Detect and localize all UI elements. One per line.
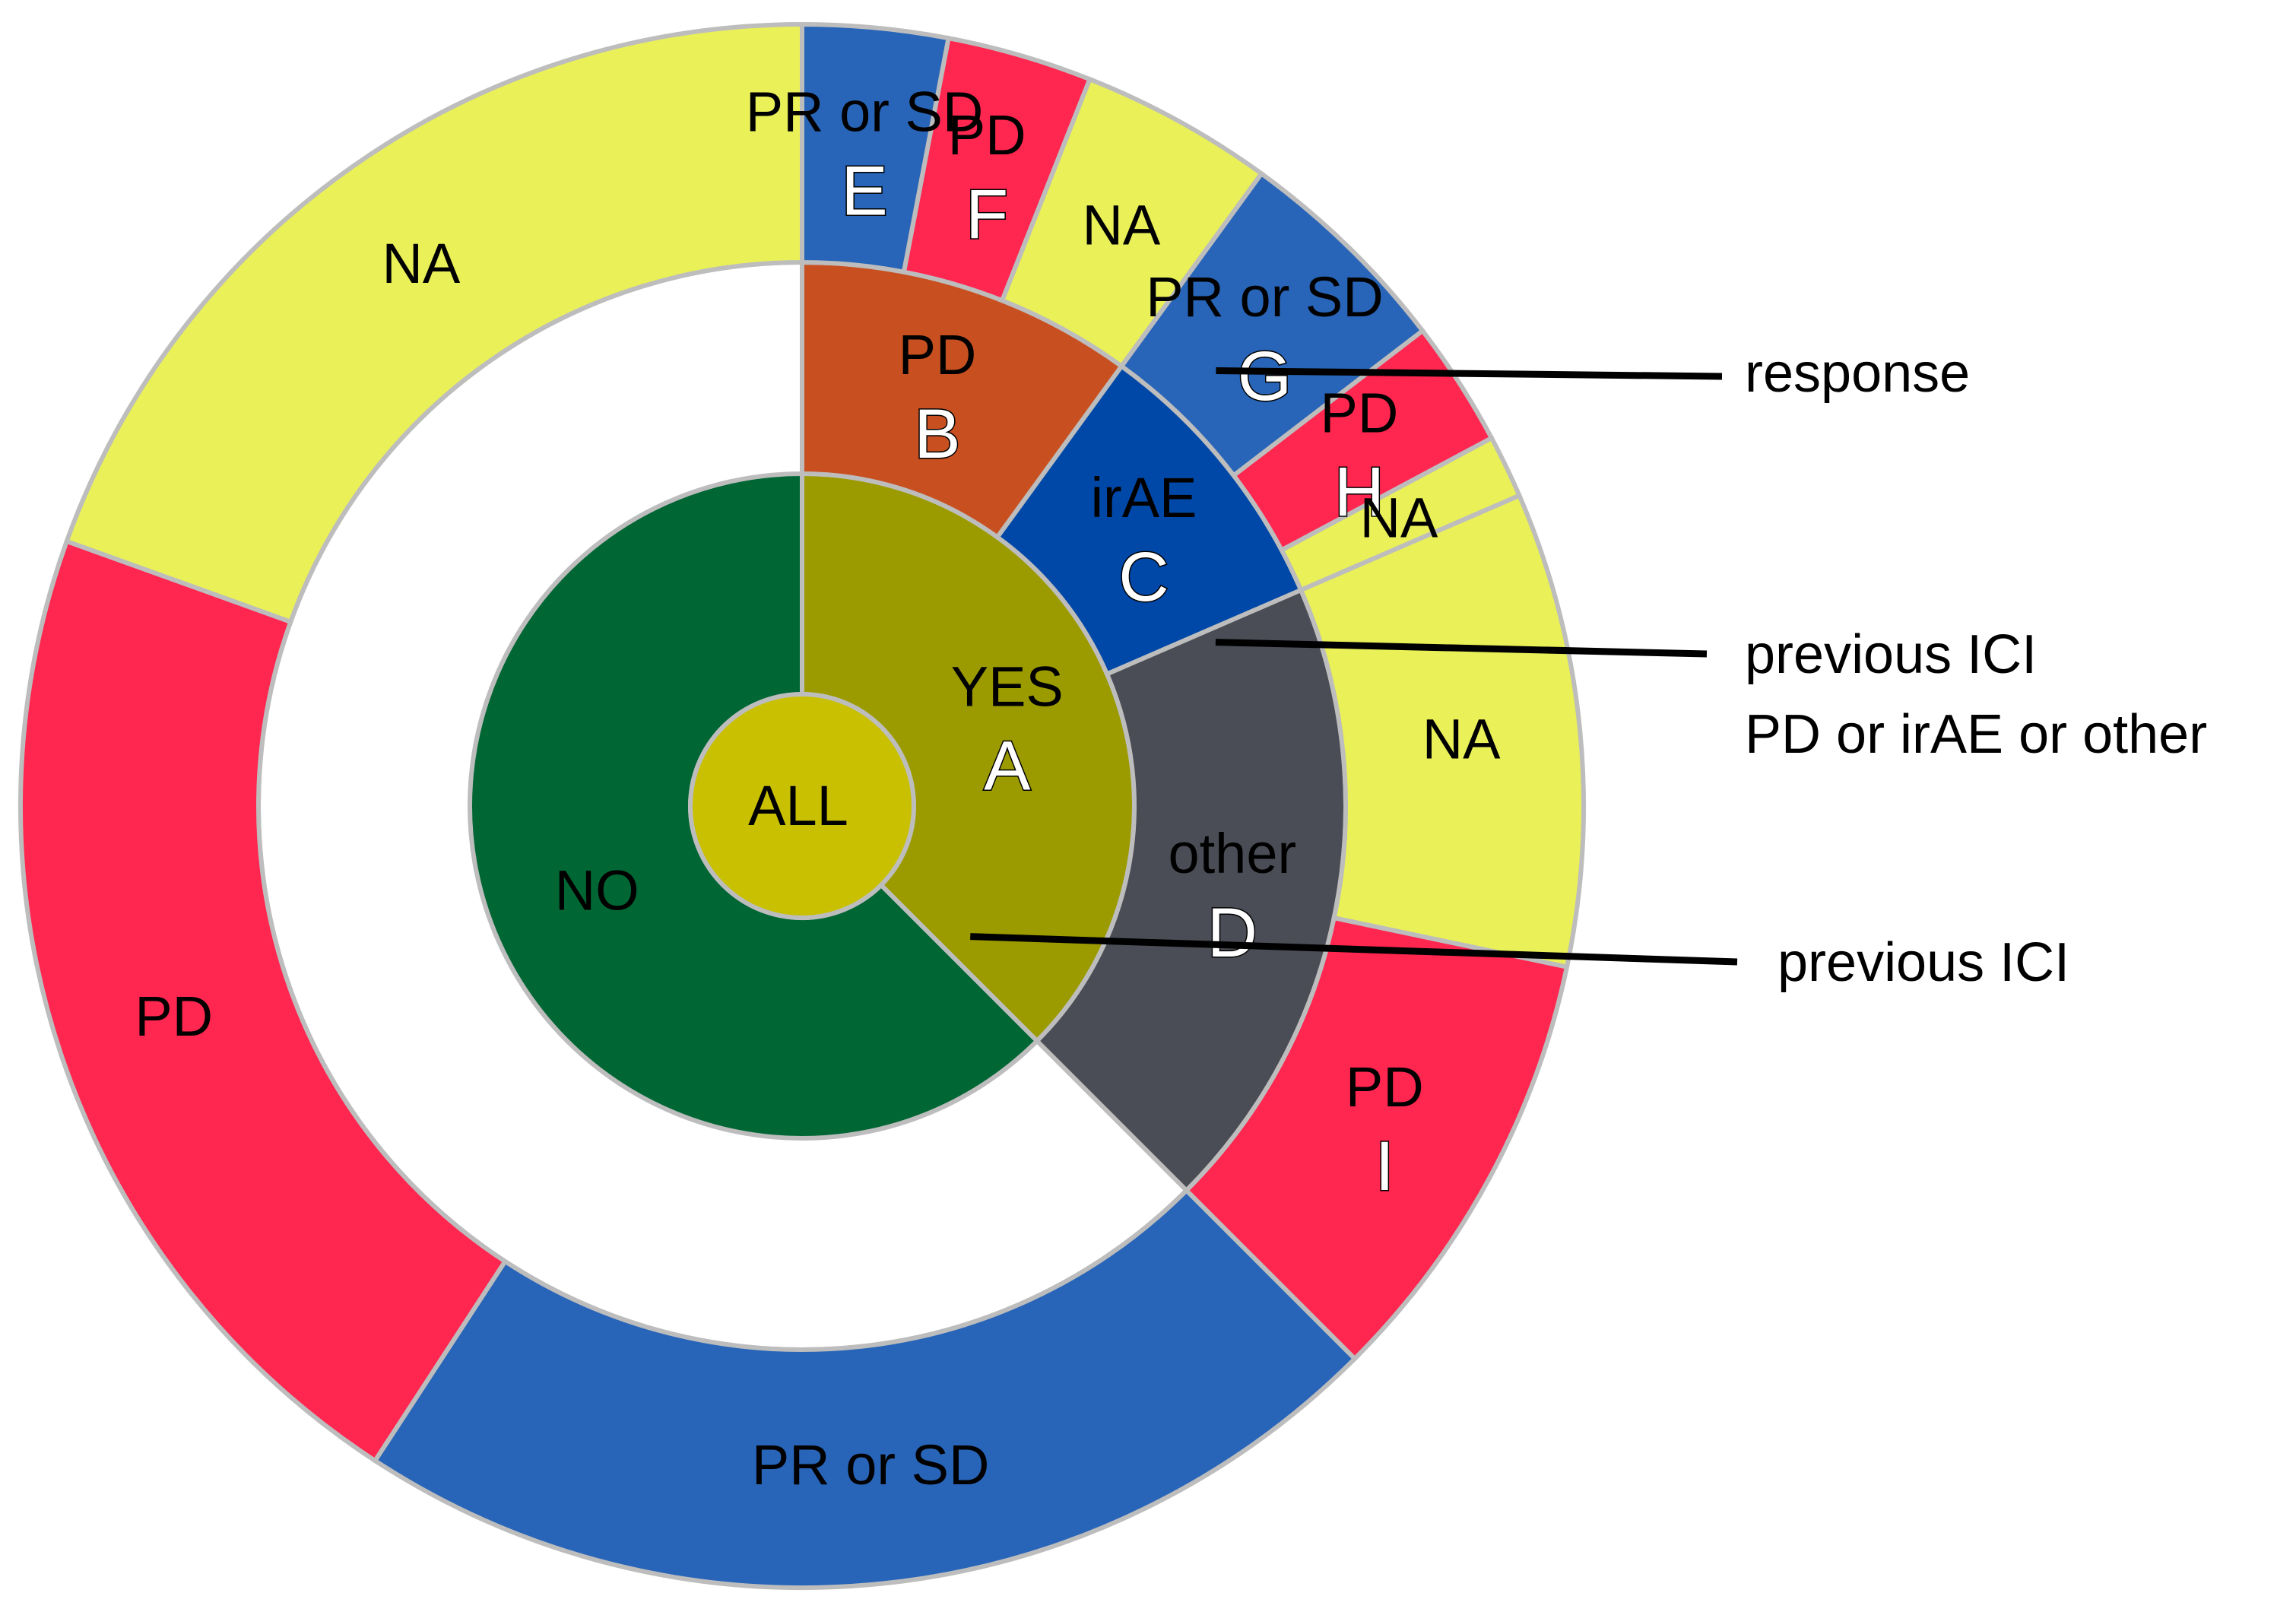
segment-label: PD — [135, 985, 213, 1048]
segment-ring3-pd — [18, 538, 509, 1464]
segment-label: NA — [1422, 708, 1501, 771]
chart-segments — [18, 21, 1586, 1590]
annotation-leader-line — [970, 933, 1738, 966]
segment-label: PD — [1320, 381, 1398, 444]
annotation-text: response — [1745, 343, 1970, 404]
segment-letter: D — [1207, 894, 1257, 972]
segment-label: PD — [1346, 1055, 1424, 1119]
chart-center: ALL — [688, 692, 916, 920]
segment-ring3-na — [63, 21, 804, 625]
segment-letter: C — [1118, 538, 1169, 616]
segment-label: NA — [1360, 487, 1438, 550]
segment-label: PD — [899, 323, 977, 386]
center-label: ALL — [748, 774, 848, 837]
segment-letter: H — [1334, 453, 1384, 531]
annotation-leader-line — [1216, 367, 1723, 380]
segment-label: PR or SD — [752, 1433, 990, 1496]
segment-letter: F — [966, 176, 1008, 253]
segment-label: NA — [1082, 193, 1160, 256]
segment-label: other — [1168, 822, 1296, 885]
segment-label: YES — [951, 655, 1064, 718]
annotation-leader-line — [1215, 639, 1708, 658]
segment-label: irAE — [1091, 466, 1197, 529]
segment-label: PR or SD — [746, 80, 984, 143]
segment-ring3-pr-or-sd — [372, 1187, 1359, 1590]
chart-annotations: response previous ICI PD or irAE or other p… — [970, 343, 2207, 993]
segment-label: PR or SD — [1146, 265, 1384, 328]
center-circle — [688, 692, 916, 920]
segment-label: NO — [555, 859, 639, 922]
annotation-text: previous ICI — [1745, 624, 2037, 685]
annotation-text: PD or irAE or other — [1745, 704, 2207, 765]
segment-letter: E — [841, 152, 887, 230]
segment-label: NA — [382, 232, 460, 295]
segment-letter: B — [914, 395, 960, 473]
segment-letter: G — [1238, 338, 1292, 415]
segment-letter: I — [1375, 1128, 1395, 1205]
annotation-text: previous ICI — [1777, 932, 2069, 993]
segment-letter: A — [984, 727, 1031, 804]
segment-label: PD — [948, 103, 1026, 167]
